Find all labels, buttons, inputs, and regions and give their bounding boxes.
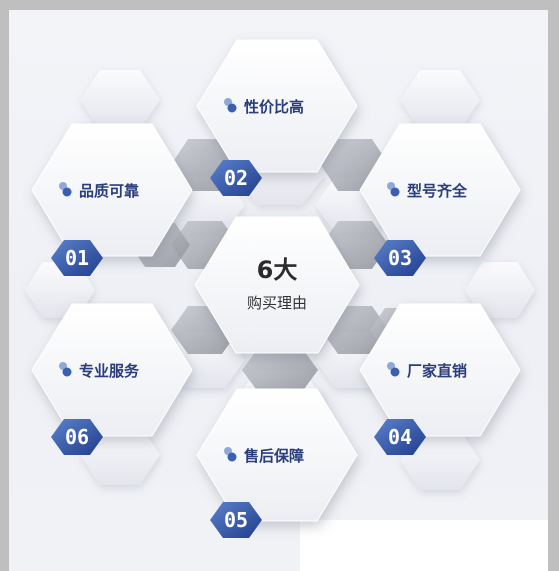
reason-tile: 性价比高 02 — [196, 39, 358, 196]
background-hex — [80, 70, 160, 130]
center-hex — [194, 216, 360, 354]
reason-tiles: 品质可靠 01 性价比高 02 型号齐全 03 厂家直销 04 售后保障 05 专业服务 06 — [31, 39, 521, 538]
reason-label: 专业服务 — [79, 362, 140, 380]
number-badge: 05 — [210, 502, 262, 538]
badge-hex — [210, 502, 262, 538]
background-hex — [465, 262, 535, 318]
badge-hex — [51, 240, 103, 276]
top-border — [0, 0, 559, 10]
connector-hex — [242, 344, 318, 396]
right-border — [548, 0, 559, 571]
center-title: 6大 — [257, 256, 298, 284]
center-tile: 6大 购买理由 — [194, 216, 360, 354]
number-badge: 01 — [51, 240, 103, 276]
reason-label: 厂家直销 — [407, 362, 467, 380]
reason-number: 03 — [388, 246, 412, 270]
reason-tile: 售后保障 05 — [196, 388, 358, 538]
background-hex — [400, 70, 480, 130]
reason-tile: 厂家直销 04 — [359, 303, 521, 455]
number-badge: 02 — [210, 160, 262, 196]
dot-pair-icon — [224, 98, 237, 113]
reason-number: 05 — [224, 508, 248, 532]
number-badge: 06 — [51, 419, 103, 455]
reason-label: 性价比高 — [244, 98, 304, 116]
reason-number: 02 — [224, 166, 248, 190]
number-badge: 04 — [374, 419, 426, 455]
dot-pair-icon — [59, 362, 72, 377]
badge-hex — [374, 419, 426, 455]
reason-number: 01 — [65, 246, 89, 270]
dot-pair-icon — [59, 182, 72, 197]
badge-hex — [51, 419, 103, 455]
reason-number: 04 — [388, 425, 412, 449]
badge-hex — [210, 160, 262, 196]
center-subtitle: 购买理由 — [247, 294, 307, 312]
reason-label: 品质可靠 — [79, 182, 139, 200]
dot-pair-icon — [387, 182, 400, 197]
reason-label: 型号齐全 — [407, 182, 468, 200]
panel-bottom-right — [300, 520, 548, 571]
badge-hex — [374, 240, 426, 276]
reason-number: 06 — [65, 425, 89, 449]
reason-tile: 型号齐全 03 — [359, 123, 521, 276]
left-border — [0, 0, 9, 571]
reason-tile: 专业服务 06 — [31, 303, 193, 455]
reason-tile: 品质可靠 01 — [31, 123, 193, 276]
dot-pair-icon — [224, 447, 237, 462]
number-badge: 03 — [374, 240, 426, 276]
dot-pair-icon — [387, 362, 400, 377]
reason-label: 售后保障 — [244, 447, 304, 465]
